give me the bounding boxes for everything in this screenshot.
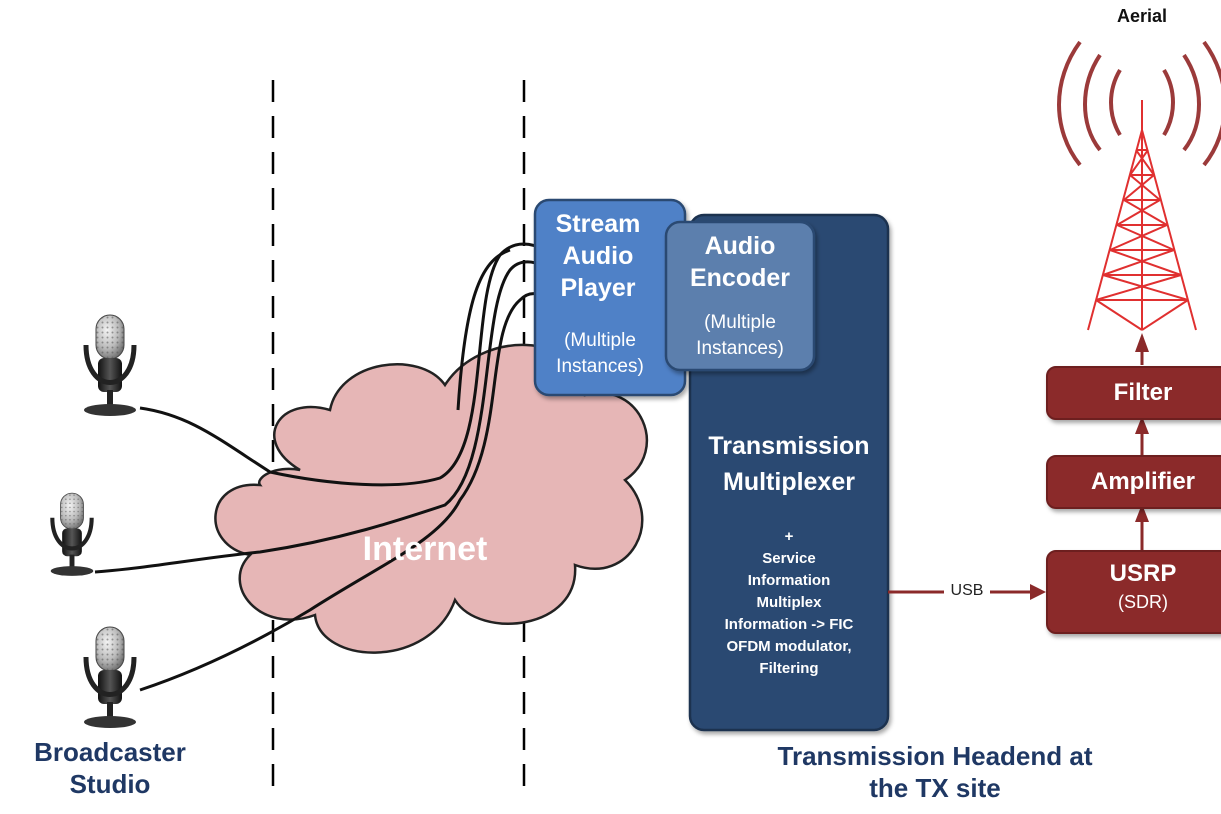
encoder-sublabel-line: (Multiple bbox=[704, 312, 776, 333]
internet-cloud-shape bbox=[214, 343, 649, 654]
usb-label: USB bbox=[944, 582, 990, 600]
stream-label-line: Audio bbox=[562, 242, 634, 270]
amplifier-box: Amplifier bbox=[1046, 455, 1221, 509]
encoder-sublabel-line: Instances) bbox=[696, 338, 784, 359]
microphone-icon bbox=[83, 314, 137, 416]
headend-caption-line: Transmission Headend at bbox=[777, 741, 1093, 771]
amplifier-label: Amplifier bbox=[1090, 468, 1195, 495]
headend-caption: Transmission Headend at the TX site bbox=[740, 740, 1130, 804]
filter-label: Filter bbox=[1113, 379, 1173, 406]
transmission-multiplexer-title: Transmission Multiplexer bbox=[690, 428, 888, 500]
microphone-icon bbox=[50, 492, 94, 576]
cables bbox=[94, 242, 541, 692]
mux-detail-line: Filtering bbox=[759, 660, 819, 677]
audio-encoder-sublabel: (Multiple Instances) bbox=[666, 310, 814, 362]
headend-caption-line: the TX site bbox=[869, 773, 1001, 803]
transmission-multiplexer-details: + Service Information Multiplex Informat… bbox=[690, 526, 888, 680]
encoder-label-line: Audio bbox=[704, 232, 776, 260]
usrp-label: USRP bbox=[1109, 560, 1177, 587]
sdr-label: (SDR) bbox=[1118, 592, 1168, 612]
audio-encoder-label: Audio Encoder bbox=[666, 230, 814, 294]
stream-sublabel-line: (Multiple bbox=[564, 330, 636, 351]
broadcaster-caption-line: Broadcaster bbox=[34, 737, 186, 767]
signal-arrows bbox=[1135, 333, 1149, 550]
mux-detail-line: Information bbox=[747, 572, 831, 589]
mux-detail-line: Service bbox=[762, 550, 816, 567]
antenna-tower-icon bbox=[1087, 100, 1197, 331]
microphone-icon bbox=[83, 626, 137, 728]
mux-detail-line: Information -> FIC bbox=[724, 616, 854, 633]
audio-encoder-box bbox=[664, 220, 816, 372]
stream-label-line: Stream bbox=[555, 210, 641, 238]
mux-detail-line: OFDM modulator, bbox=[726, 638, 852, 655]
encoder-label-line: Encoder bbox=[689, 264, 791, 292]
mux-title-line: Transmission bbox=[708, 432, 870, 460]
aerial-wave-icon bbox=[1057, 40, 1221, 167]
filter-box: Filter bbox=[1046, 366, 1221, 420]
stream-label-line: Player bbox=[560, 274, 636, 302]
usrp-box: USRP (SDR) bbox=[1046, 550, 1221, 634]
stream-audio-player-sublabel: (Multiple Instances) bbox=[535, 328, 665, 380]
internet-label: Internet bbox=[362, 530, 488, 568]
usb-arrowhead bbox=[1030, 584, 1046, 600]
mux-title-line: Multiplexer bbox=[723, 468, 855, 496]
mux-detail-line: + bbox=[784, 528, 794, 545]
mux-detail-line: Multiplex bbox=[756, 594, 822, 611]
stream-sublabel-line: Instances) bbox=[556, 356, 644, 377]
stream-audio-player-label: Stream Audio Player bbox=[535, 208, 661, 304]
broadcaster-studio-caption: Broadcaster Studio bbox=[10, 736, 210, 800]
broadcaster-caption-line: Studio bbox=[69, 769, 151, 799]
aerial-label: Aerial bbox=[1116, 6, 1168, 26]
